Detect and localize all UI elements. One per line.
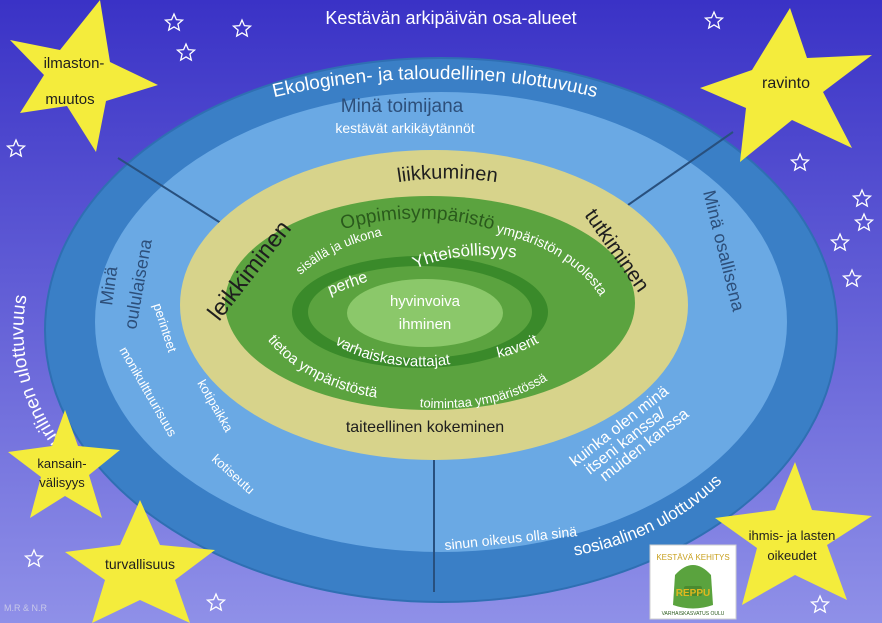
star-label-ilmasto-1: ilmaston- xyxy=(44,55,105,72)
yellow-top-label: liikkuminen xyxy=(396,161,499,187)
star-label-ihmis-2: oikeudet xyxy=(767,548,817,563)
small-star-icon xyxy=(5,138,27,158)
big-star-icon xyxy=(8,410,120,518)
reppu-logo: KESTÄVÄ KEHITYS REPPU VARHAISKASVATUS OU… xyxy=(649,544,737,620)
big-star-icon xyxy=(65,500,215,623)
star-label-ilmasto-2: muutos xyxy=(45,91,94,108)
big-star-icon xyxy=(10,0,158,152)
star-label-kansain-1: kansain- xyxy=(37,456,86,471)
page-title: Kestävän arkipäivän osa-alueet xyxy=(325,8,576,28)
star-label-ravinto: ravinto xyxy=(762,75,810,92)
small-star-icon xyxy=(789,152,811,172)
small-star-icon xyxy=(163,12,185,32)
section-top-sub: kestävät arkikäytännöt xyxy=(335,120,474,136)
big-stars xyxy=(8,0,872,623)
small-star-icon xyxy=(23,548,45,568)
small-star-icon xyxy=(851,188,873,208)
small-star-icon xyxy=(703,10,725,30)
small-star-icon xyxy=(809,594,831,614)
small-star-icon xyxy=(841,268,863,288)
yellow-bottom-label: taiteellinen kokeminen xyxy=(346,419,504,436)
small-star-icon xyxy=(175,42,197,62)
center-line-2: ihminen xyxy=(399,316,452,333)
big-star-icon xyxy=(700,8,872,162)
big-star-icon xyxy=(715,462,872,605)
small-star-icon xyxy=(231,18,253,38)
small-stars xyxy=(5,10,875,614)
section-top-title: Minä toimijana xyxy=(341,96,464,117)
logo-top-text: KESTÄVÄ KEHITYS xyxy=(656,553,729,562)
small-star-icon xyxy=(205,592,227,612)
star-label-ihmis-1: ihmis- ja lasten xyxy=(749,528,836,543)
credit-text: M.R & N.R xyxy=(4,603,48,613)
small-star-icon xyxy=(829,232,851,252)
center-line-1: hyvinvoiva xyxy=(390,293,461,310)
backpack-pocket-icon xyxy=(684,586,702,596)
divider-line xyxy=(117,157,236,233)
small-star-icon xyxy=(853,212,875,232)
logo-bottom-text: VARHAISKASVATUS OULU xyxy=(662,611,725,617)
star-label-turvallisuus: turvallisuus xyxy=(105,556,175,572)
logo-name-text: REPPU xyxy=(676,588,710,599)
center-ellipse xyxy=(347,279,503,347)
divider-line xyxy=(627,131,734,206)
star-label-kansain-2: välisyys xyxy=(39,475,85,490)
